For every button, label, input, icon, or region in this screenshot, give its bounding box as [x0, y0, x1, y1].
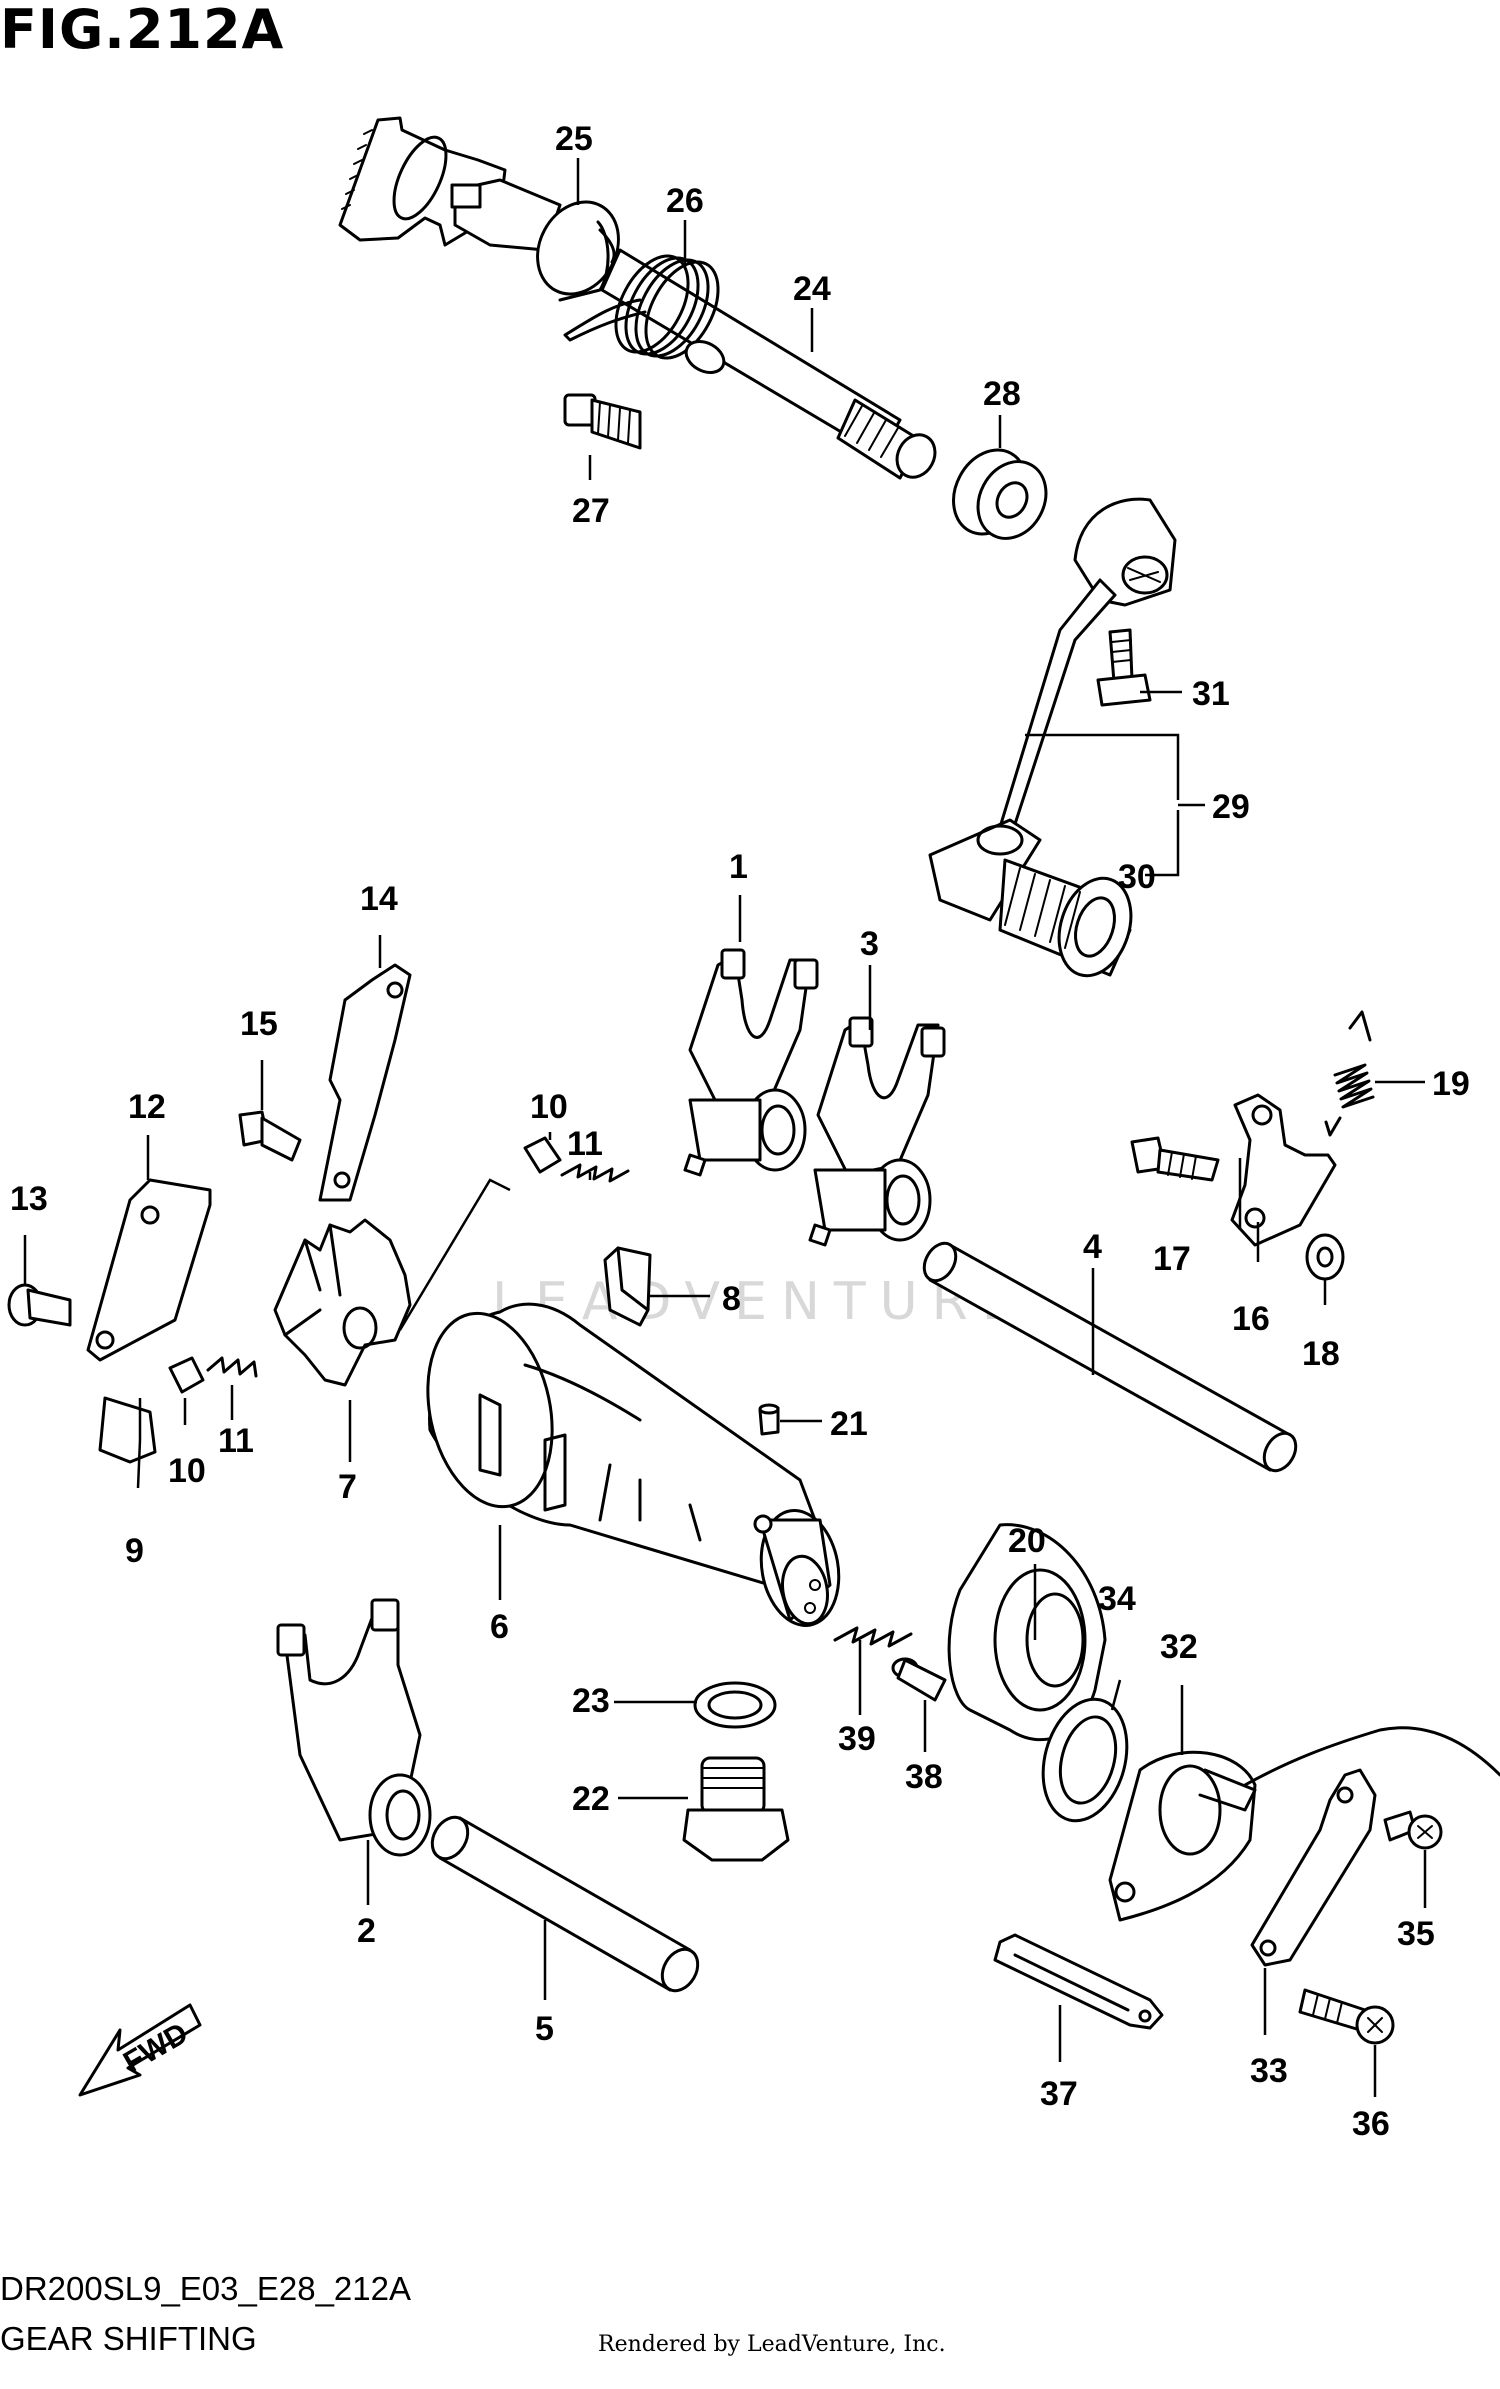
part-shift-fork-2: [276, 1598, 432, 1857]
callout-2: 2: [357, 1912, 376, 1950]
part-screw-36: [1298, 1988, 1395, 2045]
callout-7: 7: [338, 1468, 357, 1506]
part-shift-cam-7: [273, 1218, 412, 1387]
leader-cam-to-drum: [398, 1178, 511, 1331]
part-return-spring: [563, 228, 726, 375]
part-washer-23: [693, 1681, 777, 1729]
callout-11-upper: 11: [567, 1125, 603, 1163]
callout-16: 16: [1232, 1300, 1270, 1338]
callout-3: 3: [860, 925, 879, 963]
part-gearshift-arm: [338, 116, 620, 302]
part-screw-15: [238, 1110, 302, 1162]
figure-title: FIG.212A: [0, 0, 285, 61]
callout-26: 26: [666, 182, 704, 220]
callout-12: 12: [128, 1088, 166, 1126]
callout-10-lower: 10: [168, 1452, 206, 1490]
callout-10-upper: 10: [530, 1088, 568, 1126]
part-screw-35: [1383, 1810, 1443, 1850]
callout-17: 17: [1153, 1240, 1191, 1278]
callout-39: 39: [838, 1720, 876, 1758]
part-gasket-34: [1041, 1697, 1129, 1823]
part-stopper-9: [98, 1396, 157, 1464]
callout-34: 34: [1098, 1580, 1136, 1618]
part-cam-guide-20: [947, 1523, 1107, 1742]
diagram-name: GEAR SHIFTING: [0, 2320, 257, 2357]
part-bracket-16: [1230, 1093, 1337, 1247]
fwd-direction-arrow: FWD: [78, 2003, 202, 2097]
part-gearshift-shaft: [600, 248, 937, 480]
callout-5: 5: [535, 2010, 554, 2048]
part-spring-39: [833, 1626, 913, 1648]
callout-14: 14: [360, 880, 398, 918]
callout-30: 30: [1118, 858, 1156, 896]
callout-37: 37: [1040, 2075, 1078, 2113]
part-spring-11-lower: [206, 1356, 258, 1378]
callout-4: 4: [1083, 1228, 1102, 1266]
part-fork-shaft-5: [430, 1815, 700, 1993]
part-stopper-bolt: [563, 393, 642, 450]
diagram-code: DR200SL9_E03_E28_212A: [0, 2270, 412, 2307]
callout-11-lower: 11: [218, 1422, 254, 1460]
part-washer-18: [1305, 1233, 1345, 1281]
part-plug-22: [682, 1756, 790, 1862]
part-lever-bolt: [1096, 628, 1152, 707]
part-clamp-37: [993, 1933, 1164, 2030]
part-gear-position-switch-32: [1108, 1726, 1500, 1922]
part-fork-shaft-4: [922, 1241, 1298, 1473]
callout-21: 21: [830, 1405, 868, 1443]
callout-24: 24: [793, 270, 831, 308]
part-spring-19: [1324, 1010, 1375, 1137]
callout-8: 8: [722, 1280, 741, 1318]
callout-18: 18: [1302, 1335, 1340, 1373]
part-spring-11-upper: [560, 1163, 630, 1183]
callout-33: 33: [1250, 2052, 1288, 2090]
watermark: LEADVENTURE: [492, 1272, 1029, 1332]
callout-31: 31: [1192, 675, 1230, 713]
part-pin-38: [891, 1657, 947, 1702]
callout-numbers: 25 26 24 28 27 31 29 30 1 3 14 15 12 13 …: [10, 120, 1470, 2143]
render-credit: Rendered by LeadVenture, Inc.: [598, 2332, 946, 2357]
callout-36: 36: [1352, 2105, 1390, 2143]
part-stopper-12: [86, 1178, 212, 1362]
part-shift-fork-1: [683, 948, 819, 1177]
part-shift-fork-3: [808, 1016, 946, 1247]
part-gearshift-lever: [928, 497, 1177, 978]
part-pin-10-upper: [523, 1136, 562, 1174]
callout-28: 28: [983, 375, 1021, 413]
callout-32: 32: [1160, 1628, 1198, 1666]
callout-15: 15: [240, 1005, 278, 1043]
leader-lines: [23, 158, 1427, 2097]
part-cam-stopper-8: [603, 1246, 652, 1327]
callout-6: 6: [490, 1608, 509, 1646]
callout-35: 35: [1397, 1915, 1435, 1953]
part-shift-drum-6: [426, 1302, 841, 1627]
part-screw-13: [7, 1283, 72, 1327]
part-pin-21: [758, 1403, 780, 1436]
callout-13: 13: [10, 1180, 48, 1218]
callout-29: 29: [1212, 788, 1250, 826]
callout-1: 1: [729, 848, 748, 886]
callout-20: 20: [1008, 1522, 1046, 1560]
callout-38: 38: [905, 1758, 943, 1796]
part-bolt-17: [1130, 1136, 1220, 1182]
callout-9: 9: [125, 1532, 144, 1570]
part-stopper-plate-14: [318, 963, 412, 1202]
part-pin-10-lower: [168, 1356, 205, 1394]
callout-19: 19: [1432, 1065, 1470, 1103]
callout-27: 27: [572, 492, 610, 530]
callout-22: 22: [572, 1780, 610, 1818]
callout-25: 25: [555, 120, 593, 158]
part-bearing: [952, 448, 1048, 540]
part-clamp-33: [1250, 1768, 1377, 1967]
callout-23: 23: [572, 1682, 610, 1720]
